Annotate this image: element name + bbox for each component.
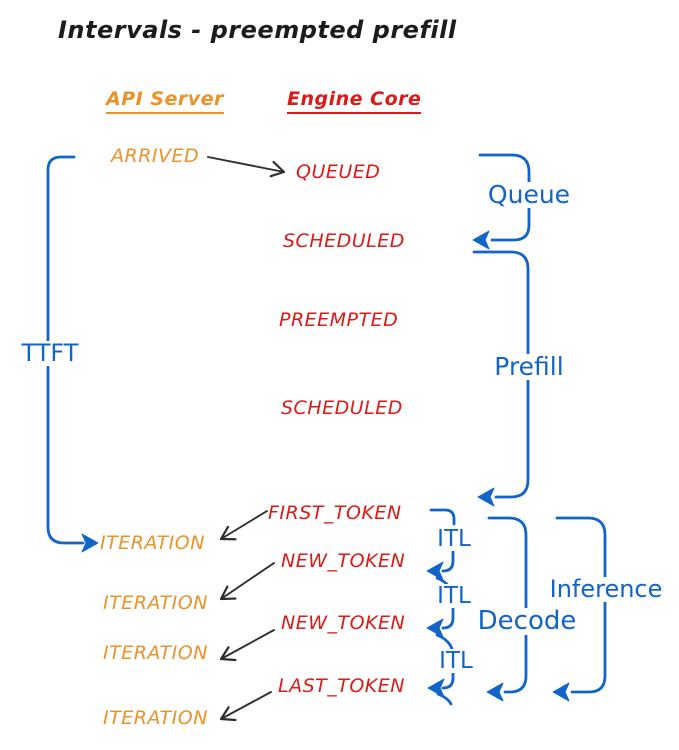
api-server-column-header: API Server — [106, 88, 224, 114]
event-first-token: FIRST_TOKEN — [268, 502, 402, 524]
decode-bracket — [486, 516, 528, 702]
event-scheduled-2: SCHEDULED — [281, 397, 403, 419]
arrow-new-token-2-to-iteration-3 — [219, 629, 275, 662]
event-iteration-3: ITERATION — [103, 642, 208, 664]
itl-bracket-2 — [426, 607, 455, 651]
queue-arrowhead-icon — [472, 230, 490, 250]
event-new-token-2: NEW_TOKEN — [281, 612, 406, 634]
ttft-arrowhead-icon — [81, 533, 99, 553]
interval-label-itl-2: ITL — [432, 584, 476, 608]
interval-label-queue: Queue — [482, 181, 576, 209]
interval-label-inference: Inference — [544, 576, 668, 603]
inference-bracket — [552, 516, 607, 702]
engine-core-column-header: Engine Core — [287, 88, 422, 114]
arrow-new-token-1-to-iteration-2 — [219, 562, 275, 601]
event-last-token: LAST_TOKEN — [278, 675, 405, 697]
itl-bracket-3 — [427, 665, 455, 706]
itl-1-arrowhead-icon — [426, 561, 444, 581]
diagram-title: Intervals - preempted prefill — [58, 16, 457, 44]
arrow-first-token-to-iteration-1 — [219, 510, 268, 541]
event-queued: QUEUED — [296, 161, 381, 183]
interval-label-itl-3: ITL — [434, 649, 478, 673]
prefill-arrowhead-icon — [477, 487, 495, 507]
interval-label-itl-1: ITL — [432, 527, 476, 551]
event-scheduled-1: SCHEDULED — [283, 230, 405, 252]
interval-label-prefill: Prefill — [489, 353, 569, 381]
interval-label-decode: Decode — [472, 607, 582, 636]
event-arrived: ARRIVED — [111, 145, 200, 167]
event-iteration-2: ITERATION — [103, 592, 208, 614]
itl-2-arrowhead-icon — [426, 618, 444, 638]
event-preempted: PREEMPTED — [279, 309, 399, 331]
interval-label-ttft: TTFT — [16, 340, 84, 367]
arrow-arrived-to-queued — [207, 156, 286, 178]
arrow-last-token-to-iteration-4 — [219, 691, 272, 722]
event-iteration-4: ITERATION — [103, 707, 208, 729]
inference-arrowhead-icon — [552, 682, 570, 702]
decode-arrowhead-icon — [486, 682, 504, 702]
event-iteration-1: ITERATION — [100, 532, 205, 554]
event-new-token-1: NEW_TOKEN — [281, 550, 406, 572]
